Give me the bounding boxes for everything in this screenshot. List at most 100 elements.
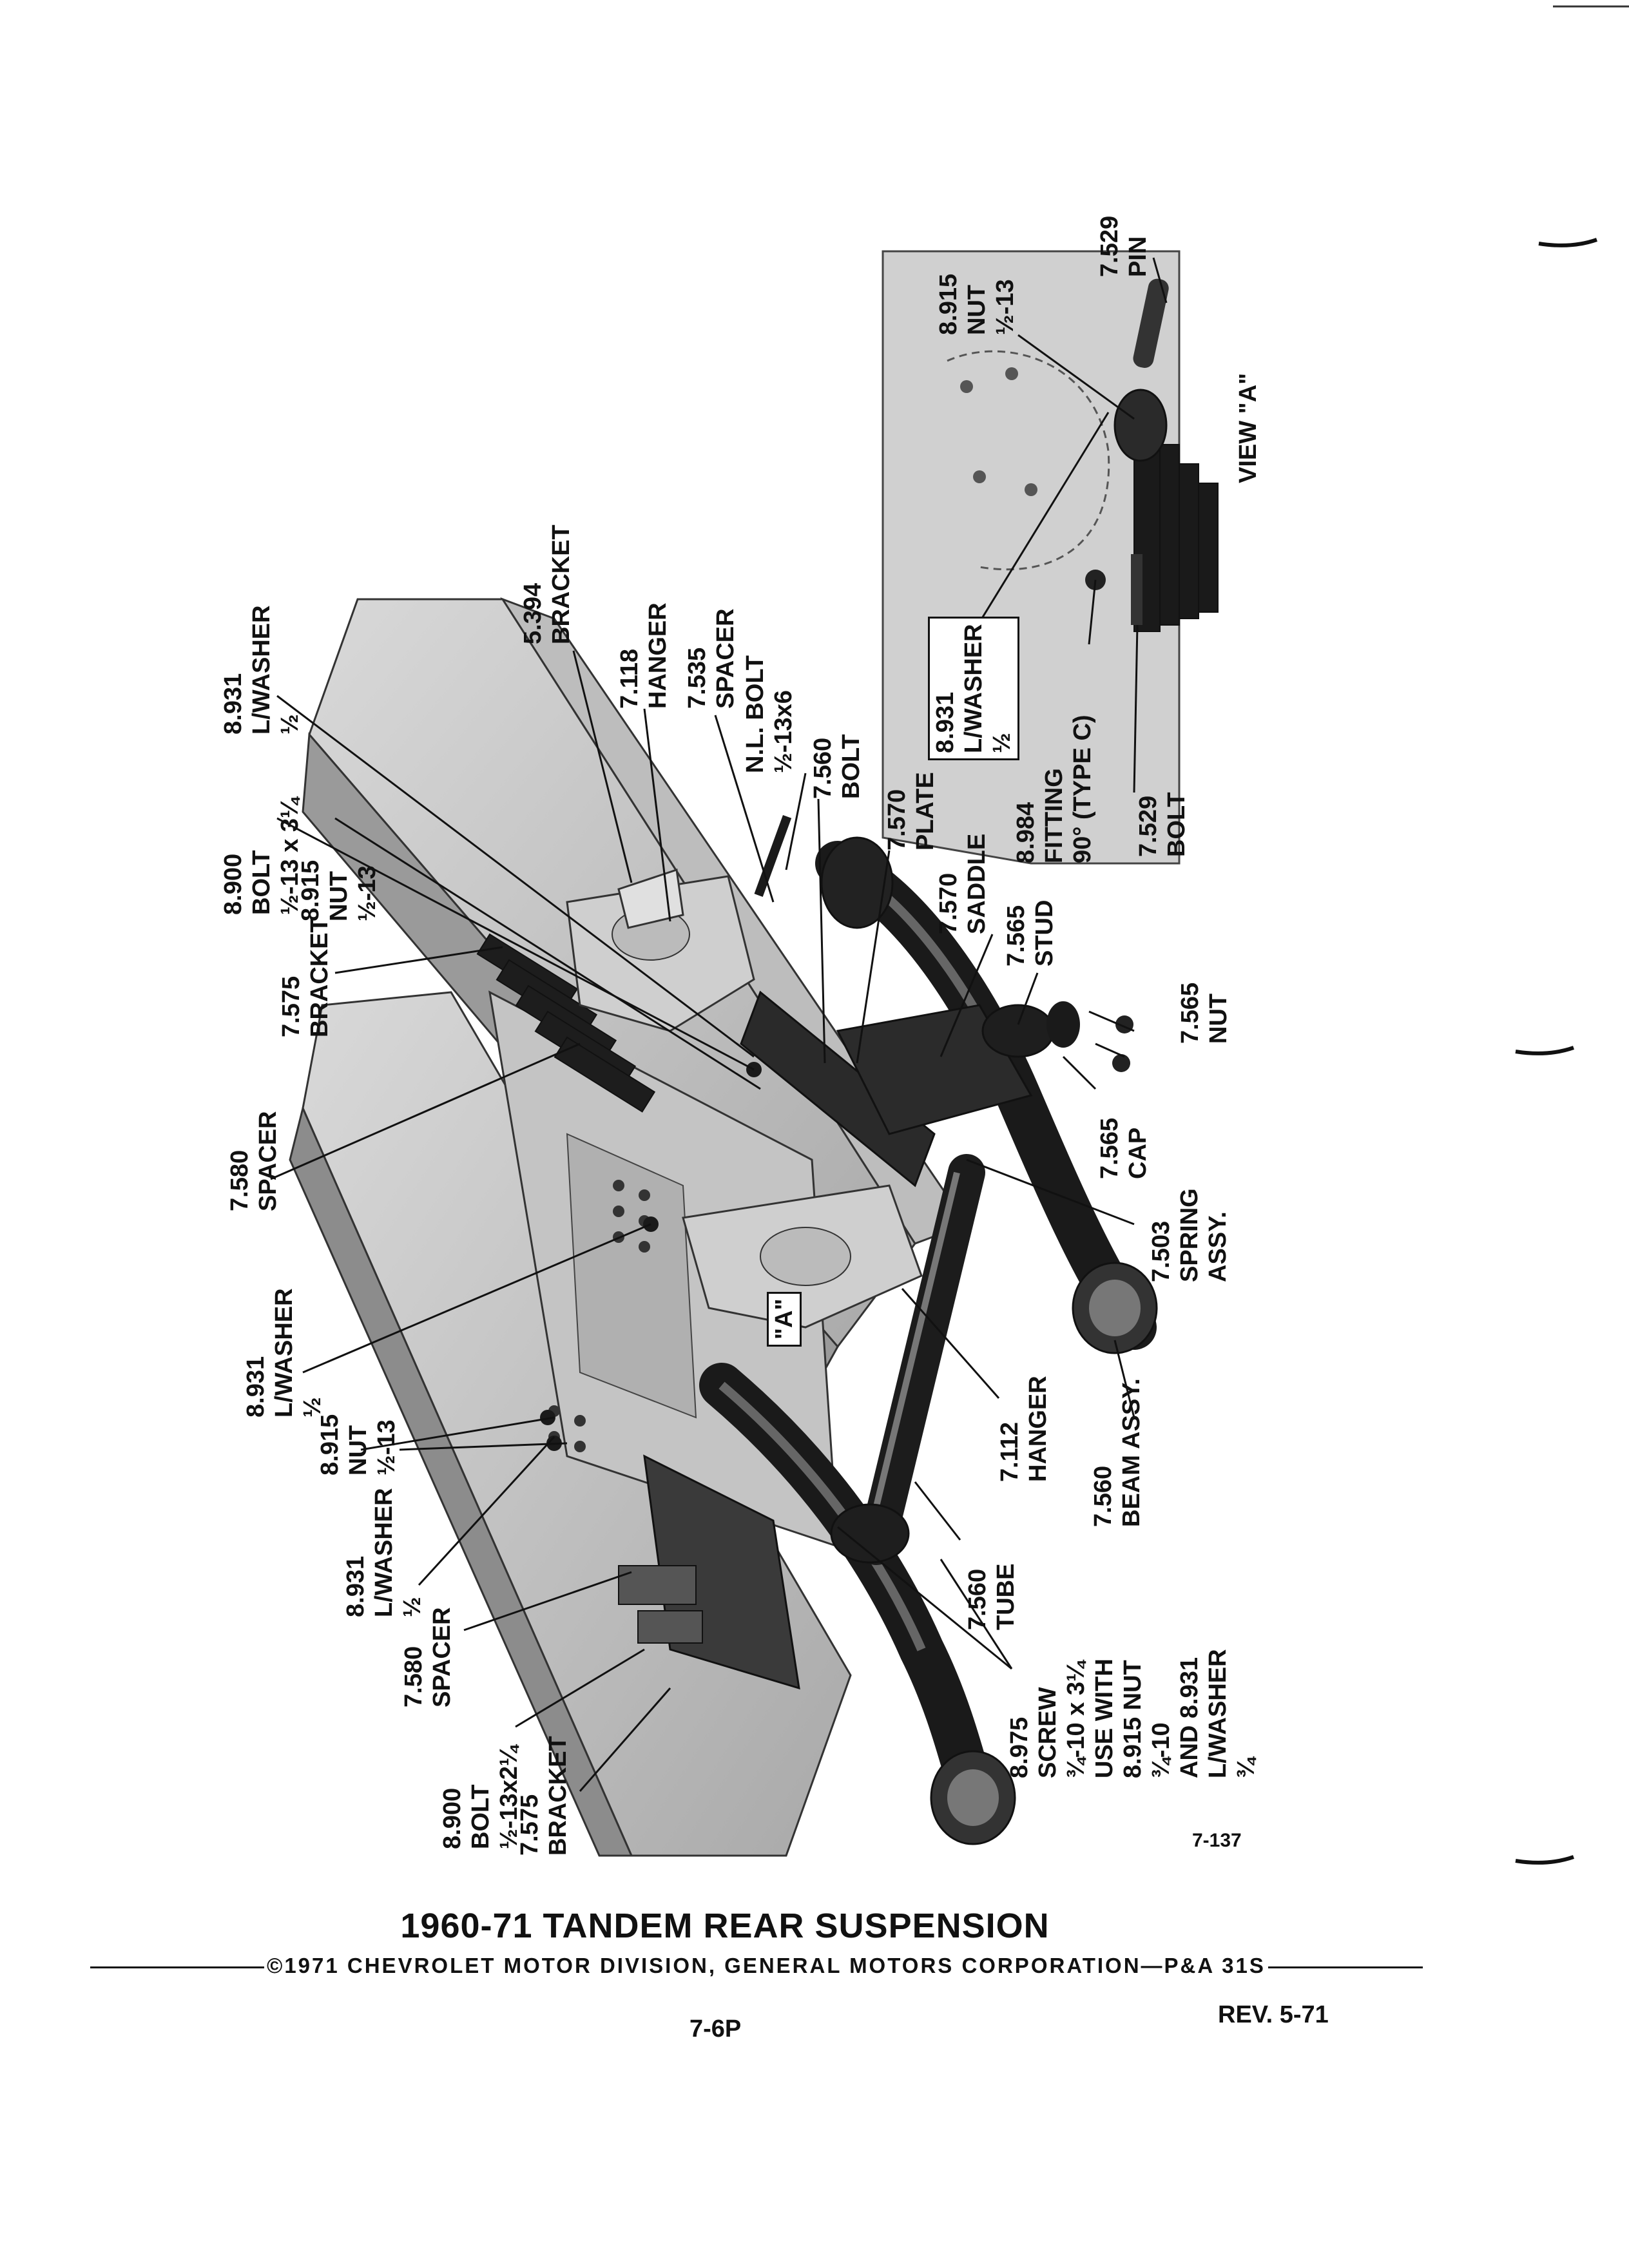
part-number: 5.394 <box>519 582 546 644</box>
part-number: 7.570 <box>935 872 962 934</box>
view-a-spring <box>1133 425 1219 632</box>
part-number: 8.915 <box>316 1414 343 1475</box>
part-number: 7.570 <box>883 789 911 850</box>
part-number: 7.580 <box>400 1646 427 1707</box>
part-size: ½ <box>399 1597 426 1617</box>
part-name: BOLT <box>248 850 275 915</box>
part-name: L/WASHER <box>371 1488 398 1617</box>
part-name: FITTING <box>1041 768 1068 863</box>
part-size: ½ <box>276 714 304 735</box>
bolt-7529 <box>1131 554 1142 625</box>
callout-nut-8915-top: 8.915 NUT ½-13 <box>296 860 381 921</box>
note-line: L/WASHER <box>1204 1649 1231 1778</box>
part-name: BRACKET <box>306 918 333 1037</box>
callout-nut-7565: 7.565 NUT <box>1176 983 1233 1044</box>
cap-and-nuts <box>1046 1001 1133 1072</box>
part-size: ½-13 <box>354 865 381 921</box>
part-name: BOLT <box>838 734 865 799</box>
part-name: L/WASHER <box>960 624 987 753</box>
copyright-line: ©1971 CHEVROLET MOTOR DIVISION, GENERAL … <box>90 1954 1423 1978</box>
part-number: 8.900 <box>220 853 247 915</box>
page-number: 7-6P <box>689 2015 742 2042</box>
part-number: 7.560 <box>1090 1465 1117 1527</box>
part-name: BRACKET <box>545 1736 572 1856</box>
callout-bracket-5394: 5.394 BRACKET <box>519 524 575 644</box>
part-number: 8.931 <box>242 1356 269 1418</box>
callout-screw-8975: 8.975 SCREW ¾-10 x 3¼ USE WITH 8.915 NUT… <box>1005 1649 1260 1778</box>
margin-mark <box>1538 238 1597 247</box>
callout-fitting-8984: 8.984 FITTING 90° (TYPE C) <box>1012 715 1097 863</box>
part-number: 7.503 <box>1148 1220 1175 1282</box>
callout-saddle-7570: 7.570 SADDLE <box>934 834 991 934</box>
part-name: NUT <box>1205 993 1232 1044</box>
callout-bolt-8900-top: 8.900 BOLT ½-13 x 3¼ <box>219 798 304 915</box>
part-number: 7.565 <box>1177 982 1204 1044</box>
part-name: SADDLE <box>963 833 990 934</box>
part-number: 7.560 <box>964 1568 991 1630</box>
margin-mark <box>1515 1046 1574 1055</box>
part-number: 8.984 <box>1012 802 1039 863</box>
part-size: ½-13x6 <box>770 690 797 773</box>
part-name: L/WASHER <box>271 1288 298 1418</box>
spring-pack-front <box>476 933 936 1187</box>
callout-beam-assy-7560: 7.560 BEAM ASSY. <box>1089 1378 1146 1527</box>
callout-lwasher-8931-top: 8.931 L/WASHER ½ <box>219 605 304 735</box>
part-number: 7.575 <box>516 1794 543 1856</box>
part-name: NUT <box>963 284 990 335</box>
part-size: ½-13 <box>992 279 1019 335</box>
margin-mark <box>1515 1855 1574 1865</box>
part-number: 8.915 <box>935 273 962 335</box>
part-number: 7.580 <box>226 1149 253 1211</box>
part-number: 7.565 <box>1096 1117 1123 1179</box>
note-line: 8.915 NUT <box>1119 1660 1146 1778</box>
callout-spacer-7535: 7.535 SPACER <box>683 608 740 709</box>
callout-hanger-7118: 7.118 HANGER <box>615 602 672 709</box>
part-number: 8.931 <box>342 1555 369 1617</box>
callout-bracket-7575-low: 7.575 BRACKET <box>516 1736 572 1856</box>
note-line: AND 8.931 <box>1176 1657 1203 1778</box>
part-number: 8.975 <box>1006 1716 1033 1778</box>
callout-stud-7565: 7.565 STUD <box>1002 900 1059 966</box>
callout-lwasher-8931-view-a: 8.931 L/WASHER ½ <box>928 617 1019 760</box>
part-number: 7.535 <box>684 647 711 709</box>
part-name: SPRING <box>1176 1188 1203 1282</box>
callout-nut-8915-mid: 8.915 NUT ½-13 <box>316 1414 401 1475</box>
part-name: NUT <box>325 870 352 921</box>
hanger-7112 <box>682 1184 923 1329</box>
part-number: 8.931 <box>220 673 247 735</box>
callout-plate-7570: 7.570 PLATE <box>883 772 940 850</box>
beam-assembly-lower <box>699 1363 1016 1845</box>
part-size: ½-13 <box>373 1419 400 1475</box>
rule-left <box>90 1966 264 1968</box>
part-number: 7.565 <box>1003 905 1030 966</box>
part-number: 7.560 <box>809 737 836 799</box>
callout-pin-7529: 7.529 PIN <box>1095 216 1152 277</box>
callout-spacer-7580-low: 7.580 SPACER <box>400 1607 456 1707</box>
callout-bracket-7575-top: 7.575 BRACKET <box>277 918 334 1037</box>
part-number: 8.931 <box>932 691 959 753</box>
part-number: 8.915 <box>297 860 324 921</box>
part-name: BEAM ASSY. <box>1118 1378 1145 1527</box>
bracket-5394 <box>617 869 684 929</box>
part-size: ½ <box>299 1397 326 1418</box>
callout-bolt-8900-low: 8.900 BOLT ½-13x2¼ <box>438 1745 523 1849</box>
part-number: 7.118 <box>616 649 643 709</box>
spring-pack-rear <box>618 1454 800 1690</box>
part-name: STUD <box>1031 899 1058 966</box>
part-name: BRACKET <box>548 524 575 644</box>
part-name: PIN <box>1124 236 1152 277</box>
callout-bolt-7529: 7.529 BOLT <box>1134 792 1191 857</box>
callout-lwasher-8931-mid: 8.931 L/WASHER ½ <box>242 1288 327 1418</box>
part-name: SPACER <box>429 1607 456 1707</box>
callout-nut-8915-view-a: 8.915 NUT ½-13 <box>934 274 1019 335</box>
part-name: HANGER <box>1025 1376 1052 1482</box>
saddle-assembly <box>830 1004 1055 1564</box>
part-name: CAP <box>1124 1127 1152 1179</box>
part-size: ¾-10 x 3¼ <box>1063 1661 1090 1778</box>
part-name: TUBE <box>992 1563 1019 1630</box>
leader-lines <box>270 257 1168 1792</box>
page-title: 1960-71 TANDEM REAR SUSPENSION <box>400 1907 1050 1945</box>
revision-label: REV. 5-71 <box>1218 2001 1329 2028</box>
callout-nl-bolt: N.L. BOLT ½-13x6 <box>741 655 798 773</box>
part-name: SPACER <box>712 608 739 709</box>
